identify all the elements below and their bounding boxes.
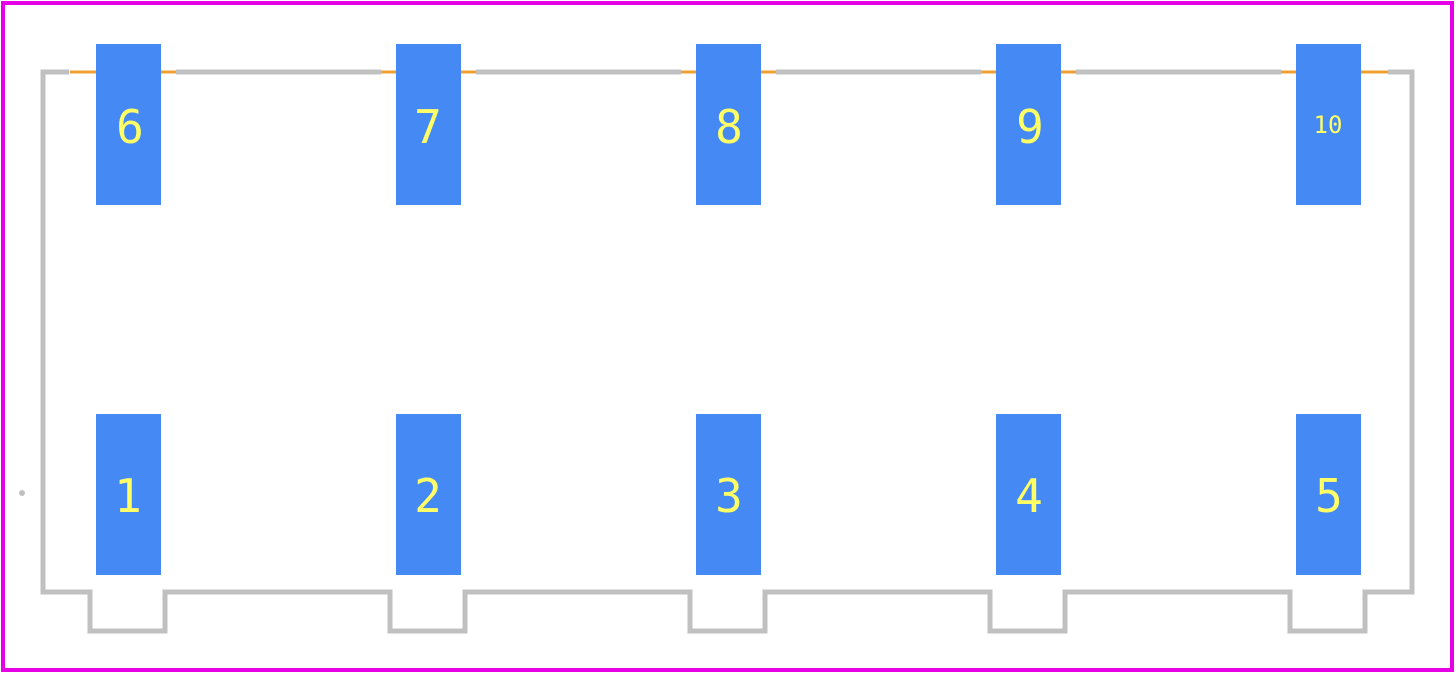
pad-8[interactable]: 8 <box>696 44 761 205</box>
pad-5-copper[interactable] <box>1296 414 1361 575</box>
pad-9[interactable]: 9 <box>996 44 1061 205</box>
pad-7-label: 7 <box>414 100 442 154</box>
pad-4-label: 4 <box>1015 469 1043 523</box>
pad-10-copper[interactable] <box>1296 44 1361 205</box>
pad-7[interactable]: 7 <box>396 44 461 205</box>
pad-2-copper[interactable] <box>396 414 461 575</box>
silkscreen-outline <box>40 69 1415 634</box>
pad-3-copper[interactable] <box>696 414 761 575</box>
bottom-pad-row: 1 2 3 4 5 <box>96 414 1361 575</box>
pad-4[interactable]: 4 <box>996 414 1061 575</box>
pad-9-label: 9 <box>1016 100 1044 154</box>
pad-6-label: 6 <box>116 100 144 154</box>
pad-10[interactable]: 10 <box>1296 44 1361 205</box>
pad-8-copper[interactable] <box>696 44 761 205</box>
pad-5[interactable]: 5 <box>1296 414 1361 575</box>
pad-5-label: 5 <box>1315 469 1343 523</box>
top-pad-row: 6 7 8 9 10 <box>96 44 1361 205</box>
pad-3-label: 3 <box>715 469 743 523</box>
pad-1-label: 1 <box>114 469 142 523</box>
pad-1-copper[interactable] <box>96 414 161 575</box>
pad-1[interactable]: 1 <box>96 414 161 575</box>
silkscreen-left-corner <box>40 69 1415 634</box>
pad-6[interactable]: 6 <box>96 44 161 205</box>
pad-7-copper[interactable] <box>396 44 461 205</box>
pin1-marker-dot <box>19 490 25 496</box>
pad-10-label: 10 <box>1314 111 1343 139</box>
pad-2-label: 2 <box>414 469 442 523</box>
pad-9-copper[interactable] <box>996 44 1061 205</box>
pad-6-copper[interactable] <box>96 44 161 205</box>
pad-3[interactable]: 3 <box>696 414 761 575</box>
pad-2[interactable]: 2 <box>396 414 461 575</box>
pad-4-copper[interactable] <box>996 414 1061 575</box>
pad-8-label: 8 <box>715 100 743 154</box>
